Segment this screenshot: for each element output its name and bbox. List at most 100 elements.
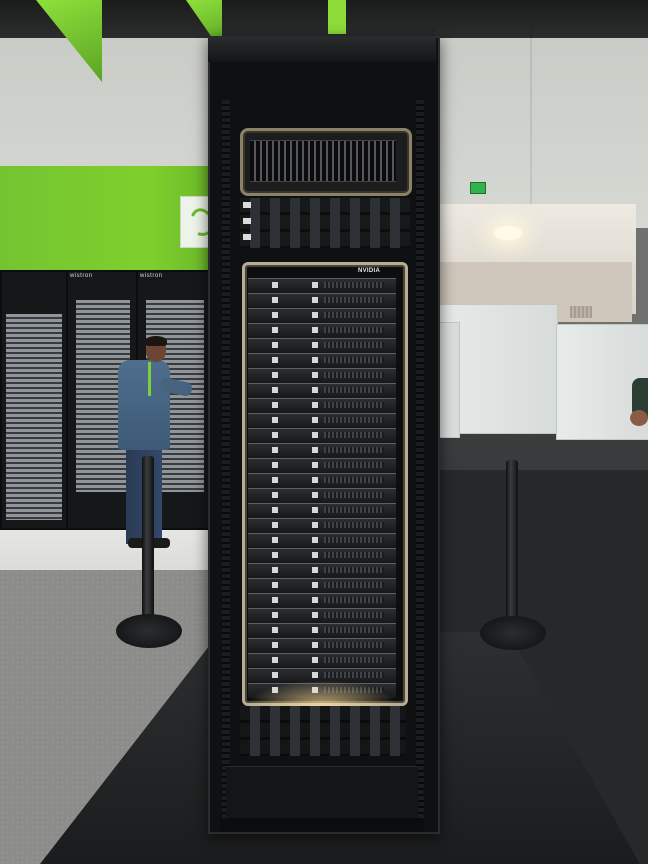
tray-port: [272, 507, 278, 513]
tray-grille: [324, 522, 384, 528]
background-servers: [6, 314, 62, 520]
tray-port: [272, 312, 278, 318]
port-led: [243, 202, 251, 208]
tray-grille: [324, 627, 384, 633]
person-lanyard: [148, 362, 151, 396]
tray-grille: [324, 297, 384, 303]
network-switch-bottom: [240, 706, 406, 756]
rack-base: [226, 766, 418, 823]
tray-grille: [324, 432, 384, 438]
tray-grille: [324, 492, 384, 498]
person-hand: [630, 410, 648, 426]
compute-tray: [248, 668, 396, 683]
tray-port: [272, 477, 278, 483]
tray-port: [312, 462, 318, 468]
rack-foot: [220, 818, 424, 832]
compute-tray: [248, 638, 396, 653]
tray-port: [312, 642, 318, 648]
tray-grille: [324, 612, 384, 618]
tray-port: [312, 537, 318, 543]
compute-tray: [248, 443, 396, 458]
rack-rail-left: [222, 100, 230, 820]
compute-tray: [248, 518, 396, 533]
tray-port: [312, 612, 318, 618]
person-shoe: [148, 538, 170, 548]
compute-tray: [248, 353, 396, 368]
stanchion-base: [480, 616, 546, 650]
compute-tray: [248, 293, 396, 308]
compute-tray: [248, 503, 396, 518]
tray-port: [312, 297, 318, 303]
tray-grille: [324, 582, 384, 588]
tray-port: [272, 612, 278, 618]
tray-port: [312, 492, 318, 498]
port-led: [243, 218, 251, 224]
tray-grille: [324, 507, 384, 513]
compute-tray: [248, 383, 396, 398]
hanging-green-banner: [328, 0, 346, 34]
person-hair: [145, 336, 167, 346]
compute-tray: [248, 623, 396, 638]
compute-tray: [248, 548, 396, 563]
tray-grille: [324, 597, 384, 603]
tray-port: [312, 432, 318, 438]
background-rack-label: wistron: [70, 273, 93, 279]
compute-tray: [248, 323, 396, 338]
tray-grille: [324, 657, 384, 663]
tray-port: [272, 342, 278, 348]
person-torso: [118, 360, 170, 450]
compute-tray: [248, 368, 396, 383]
tray-port: [312, 417, 318, 423]
tray-port: [272, 417, 278, 423]
tray-grille: [324, 372, 384, 378]
tray-port: [312, 447, 318, 453]
tray-port: [272, 582, 278, 588]
tray-port: [312, 507, 318, 513]
tray-grille: [324, 642, 384, 648]
tray-grille: [324, 672, 384, 678]
compute-tray: [248, 593, 396, 608]
tray-port: [312, 402, 318, 408]
tray-grille: [324, 282, 384, 288]
tray-port: [312, 387, 318, 393]
compute-tray: [248, 458, 396, 473]
tray-port: [312, 597, 318, 603]
compute-tray: [248, 308, 396, 323]
tray-port: [312, 567, 318, 573]
ceiling-light: [494, 226, 522, 240]
tray-grille: [324, 402, 384, 408]
exit-sign-icon: [470, 182, 486, 194]
person-shoe: [128, 538, 150, 548]
compute-tray: [248, 473, 396, 488]
tray-port: [272, 492, 278, 498]
tray-grille: [324, 567, 384, 573]
air-vent: [570, 306, 592, 318]
tray-grille: [324, 327, 384, 333]
tray-grille: [324, 312, 384, 318]
tray-port: [312, 342, 318, 348]
tray-port: [272, 372, 278, 378]
tray-grille: [324, 537, 384, 543]
tray-port: [312, 522, 318, 528]
tray-port: [272, 567, 278, 573]
tray-port: [272, 552, 278, 558]
tray-port: [272, 297, 278, 303]
tray-port: [312, 327, 318, 333]
tray-port: [312, 552, 318, 558]
tray-port: [312, 372, 318, 378]
green-wall-banner: [0, 166, 214, 270]
person-partial: [632, 378, 648, 418]
tray-grille: [324, 552, 384, 558]
tray-port: [272, 447, 278, 453]
tray-port: [312, 312, 318, 318]
tray-port: [272, 657, 278, 663]
compute-tray: [248, 653, 396, 668]
tray-underglow: [246, 680, 398, 706]
tray-port: [272, 357, 278, 363]
rack-top-cap: [208, 36, 436, 62]
tray-port: [272, 597, 278, 603]
tray-port: [272, 387, 278, 393]
tray-port: [312, 282, 318, 288]
tray-port: [312, 627, 318, 633]
stanchion-post: [142, 456, 154, 628]
